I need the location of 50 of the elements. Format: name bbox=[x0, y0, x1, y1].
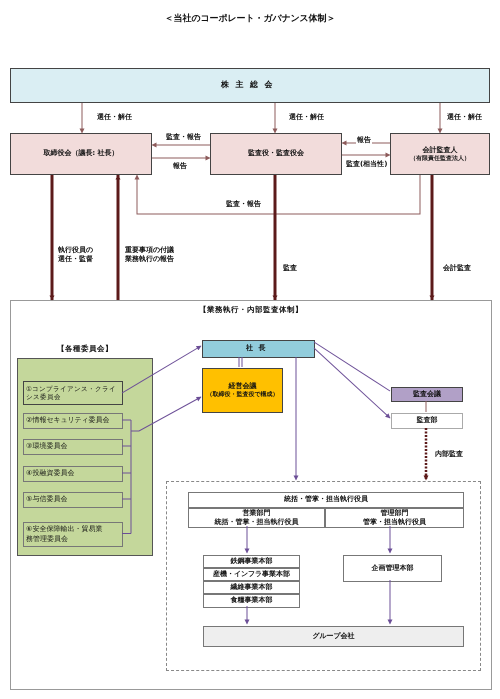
table-cell bbox=[325, 508, 464, 528]
arrow bbox=[388, 526, 392, 554]
arrow bbox=[122, 396, 202, 534]
arrow bbox=[272, 102, 278, 134]
connector-line bbox=[314, 342, 390, 392]
arrow bbox=[314, 348, 390, 418]
committee-box bbox=[23, 381, 123, 405]
committee-box bbox=[23, 522, 123, 547]
box-label: 株主総会 bbox=[221, 80, 279, 91]
table-cell bbox=[203, 594, 300, 608]
arrow bbox=[116, 174, 120, 300]
arrow bbox=[244, 606, 250, 624]
arrow bbox=[272, 175, 278, 300]
group-companies-box bbox=[203, 626, 464, 647]
arrow bbox=[122, 346, 202, 394]
diagram-title: ＜当社のコーポレート・ガバナンス体制＞ bbox=[164, 12, 336, 25]
execution-frame bbox=[10, 300, 492, 690]
board-box bbox=[10, 133, 152, 175]
arrow bbox=[134, 174, 420, 214]
committee-box bbox=[23, 492, 123, 508]
committee-box bbox=[23, 439, 123, 455]
arrow bbox=[424, 428, 428, 480]
table-cell bbox=[188, 508, 325, 528]
audit-meeting-box bbox=[391, 387, 463, 402]
auditor-box bbox=[210, 133, 342, 175]
arrow bbox=[342, 152, 390, 158]
table-cell bbox=[203, 581, 300, 594]
division-box bbox=[343, 555, 442, 582]
arrow bbox=[438, 102, 442, 134]
arrow bbox=[80, 102, 84, 134]
audit-department-box bbox=[391, 413, 463, 429]
arrow bbox=[388, 580, 392, 624]
arrow bbox=[294, 356, 298, 480]
arrow bbox=[50, 175, 54, 300]
table-cell bbox=[203, 555, 300, 568]
arrow bbox=[152, 142, 210, 148]
arrow bbox=[244, 526, 250, 554]
committee-box bbox=[23, 466, 123, 482]
president-box bbox=[202, 340, 315, 358]
table-cell bbox=[203, 568, 300, 581]
committee-box bbox=[23, 413, 123, 429]
accounting-auditor-box bbox=[390, 133, 490, 175]
arrow bbox=[342, 140, 390, 146]
connector-line bbox=[238, 356, 242, 368]
management-meeting-box bbox=[202, 368, 283, 413]
arrow bbox=[430, 175, 434, 300]
assembly-box bbox=[10, 68, 490, 103]
dashed-frame bbox=[166, 481, 481, 671]
table-cell bbox=[188, 492, 464, 508]
arrow bbox=[152, 156, 210, 160]
